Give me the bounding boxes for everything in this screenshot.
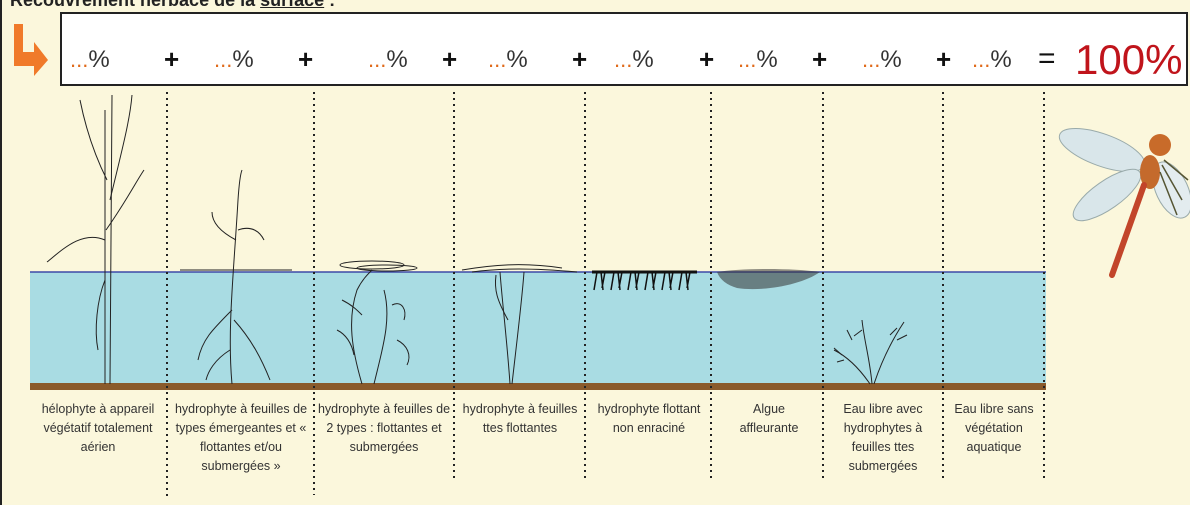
column-label-3: hydrophyte à feuilles de 2 types : flott… [316, 400, 452, 457]
dragonfly-illustration [1054, 120, 1190, 275]
column-label-1: hélophyte à appareil végétatif totalemen… [30, 400, 166, 457]
column-label-8: Eau libre sans végétation aquatique [946, 400, 1042, 457]
column-label-4: hydrophyte à feuilles ttes flottantes [458, 400, 582, 438]
ground-strip [30, 383, 1046, 390]
column-label-5: hydrophyte flottant non enraciné [592, 400, 706, 438]
water-area [30, 272, 1046, 384]
column-label-7: Eau libre avec hydrophytes à feuilles tt… [825, 400, 941, 476]
column-label-2: hydrophyte à feuilles de types émergeant… [170, 400, 312, 476]
column-label-6: Algue affleurante [724, 400, 814, 438]
